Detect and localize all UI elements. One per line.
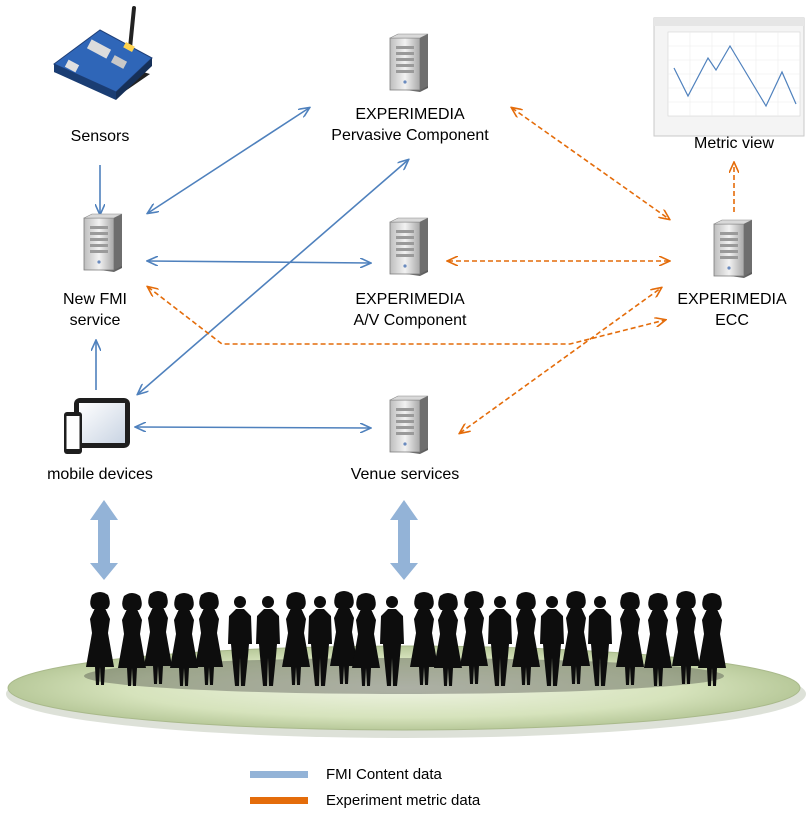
mobile-pervasive-arrow [138,160,408,394]
fmi-content-arrows [96,108,408,428]
ecc-label: EXPERIMEDIA ECC [677,291,787,329]
metric-view-thumbnail [653,17,805,137]
sensor-board-icon [53,6,153,100]
ecc-server-icon [713,219,753,278]
fmi-pervasive-arrow [148,108,309,213]
legend-swatch-metric [250,797,308,804]
av-server-icon [389,217,429,276]
pervasive-server-icon [389,33,429,92]
tablet-phone-icon [64,398,130,454]
metric-data-arrows [148,108,734,433]
fmi-service-label: New FMI service [63,291,127,329]
venue-services-label: Venue services [350,466,460,483]
crowd-venue-arrow [390,500,418,580]
mobile-devices-label: mobile devices [47,466,153,483]
legend-swatch-fmi [250,771,308,778]
venue-server-icon [389,395,429,454]
legend-fmi-content: FMI Content data [250,766,442,783]
metric-view-label: Metric view [693,135,774,152]
av-component-label: EXPERIMEDIA A/V Component [353,291,467,329]
mobile-venue-arrow [136,427,370,428]
pervasive-component-label: EXPERIMEDIA Pervasive Component [331,106,489,144]
crowd-mobile-arrow [90,500,118,580]
venue-ecc-arrow [460,288,661,433]
legend-label-fmi: FMI Content data [326,766,442,783]
fmi-server-icon [83,213,123,272]
pervasive-ecc-arrow [512,108,669,219]
fmi-av-arrow [148,261,370,263]
sensors-label: Sensors [70,128,130,145]
legend-label-metric: Experiment metric data [326,792,481,809]
legend-experiment-metric: Experiment metric data [250,792,480,809]
